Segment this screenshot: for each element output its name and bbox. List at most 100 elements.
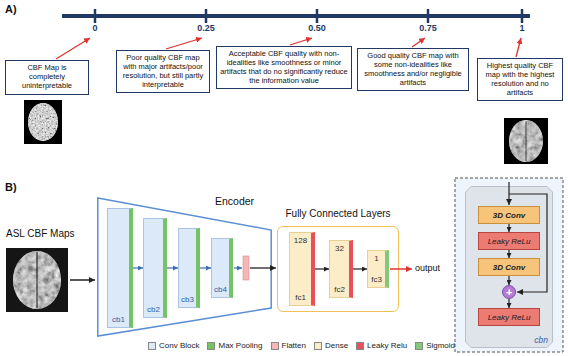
legend-swatch: [207, 342, 215, 350]
scale-value: 0: [92, 23, 97, 33]
legend-swatch: [356, 342, 364, 350]
score-description: Acceptable CBF quality with non-idealiti…: [220, 50, 348, 85]
unit-count: 128: [294, 236, 307, 245]
encoder-outline: [98, 198, 271, 336]
sum-symbol: +: [506, 287, 512, 298]
pointer-arrow: [290, 38, 312, 45]
flow-arrow: [508, 276, 509, 285]
scale-value: 0.75: [419, 23, 437, 33]
brain-texture: [6, 248, 68, 312]
timeline-axis: [62, 14, 530, 18]
layer-name: 3D Conv: [493, 263, 525, 272]
legend-entry: Flatten: [271, 341, 306, 350]
score-box: Highest quality CBF map with the highest…: [477, 58, 563, 101]
score-box: Poor quality CBF map with major artifact…: [116, 50, 210, 93]
brain-texture: [24, 100, 62, 144]
score-description: CBF Map is completely uninterpretable: [9, 64, 85, 91]
sum-node: +: [502, 285, 516, 299]
score-description: Good quality CBF map with some non-ideal…: [361, 52, 465, 87]
dense-layer: 1 fc3: [367, 250, 389, 288]
fc-panel: Fully Connected Layers 128fc1 32fc2 1 fc3: [277, 208, 399, 312]
layer-label: fc2: [334, 285, 345, 294]
pointer-arrow: [56, 38, 90, 59]
conv3d-layer: 3D Conv: [478, 258, 540, 276]
scale-value: 0.50: [308, 23, 326, 33]
pointer-arrow: [166, 38, 202, 49]
section-title: Encoder: [215, 195, 254, 207]
flow-arrow: [167, 267, 178, 268]
block-label: cb4: [214, 285, 227, 294]
block-label: cb3: [181, 295, 194, 304]
conv-block: cb4: [211, 238, 233, 298]
input-label: ASL CBF Maps: [6, 228, 75, 239]
timeline-tick: [205, 9, 208, 23]
legend-entry: Sigmoid: [415, 341, 455, 350]
panel-letter: B): [5, 181, 17, 193]
scale-value: 1: [519, 23, 524, 33]
scale-value: 0.25: [197, 23, 215, 33]
flow-arrow: [200, 267, 211, 268]
legend: Conv Block Max Pooling Flatten Dense Leaky R…: [148, 341, 455, 350]
score-box: CBF Map is completely uninterpretable: [5, 60, 89, 95]
legend-entry: Dense: [314, 341, 348, 350]
legend-label: Dense: [325, 341, 348, 350]
legend-swatch: [314, 342, 322, 350]
flow-arrow: [353, 268, 367, 269]
score-box: Good quality CBF map with some non-ideal…: [357, 48, 469, 91]
flow-arrow: [508, 299, 509, 308]
flow-arrow: [508, 224, 509, 232]
activation-layer: Leaky ReLu: [478, 308, 540, 326]
brain-midline: [526, 121, 527, 161]
detail-frame: [455, 178, 563, 352]
scale-value: 0: [92, 23, 97, 33]
pointer-arrow: [412, 38, 425, 47]
legend-label: Sigmoid: [426, 341, 455, 350]
input-arrow: [70, 279, 95, 281]
conv-block: cb1: [107, 208, 133, 328]
legend-label: Leaky Relu: [367, 341, 407, 350]
legend-label: Max Pooling: [218, 341, 262, 350]
section-title: Fully Connected Layers: [277, 208, 399, 219]
scale-value: 1: [519, 23, 524, 33]
layer-name: Leaky ReLu: [488, 237, 531, 246]
brain-image: [6, 248, 68, 312]
legend-swatch: [148, 342, 156, 350]
scale-value: 0.50: [308, 23, 326, 33]
layer-label: fc3: [371, 275, 382, 284]
flatten-layer: [243, 256, 249, 280]
block-label: cbn: [534, 335, 548, 345]
flow-arrow: [133, 267, 143, 268]
layer-name: Leaky ReLu: [488, 313, 531, 322]
panel-letter: B): [5, 181, 17, 193]
flow-arrow: [234, 267, 242, 268]
brain-image: [24, 100, 62, 144]
score-description: Poor quality CBF map with major artifact…: [120, 54, 206, 89]
score-box: Acceptable CBF quality with non-idealiti…: [216, 46, 352, 89]
block-label: cb1: [112, 315, 125, 324]
timeline-tick: [427, 9, 430, 23]
conv-block-detail: cbn3D ConvLeaky ReLu3D Conv+Leaky ReLu: [465, 186, 553, 348]
dense-layer: 32fc2: [329, 240, 353, 298]
conv3d-layer: 3D Conv: [478, 206, 540, 224]
dense-layer: 128fc1: [289, 232, 315, 306]
activation-layer: Leaky ReLu: [478, 232, 540, 250]
legend-entry: Max Pooling: [207, 341, 262, 350]
brain-texture: [504, 118, 548, 164]
legend-entry: Leaky Relu: [356, 341, 407, 350]
timeline-tick: [316, 9, 319, 23]
block-outline: [466, 187, 553, 348]
timeline-tick: [94, 9, 97, 23]
output-label: output: [415, 263, 440, 273]
flow-arrow: [250, 267, 276, 268]
scale-value: 0.75: [419, 23, 437, 33]
timeline-tick: [521, 9, 524, 23]
scale-value: 0.25: [197, 23, 215, 33]
panel-letter: A): [5, 3, 17, 15]
brain-image: [504, 118, 548, 164]
pointer-arrow: [516, 38, 521, 57]
unit-count: 1: [374, 254, 378, 263]
legend-entry: Conv Block: [148, 341, 199, 350]
input-label: ASL CBF Maps: [6, 228, 75, 239]
legend-swatch: [271, 342, 279, 350]
